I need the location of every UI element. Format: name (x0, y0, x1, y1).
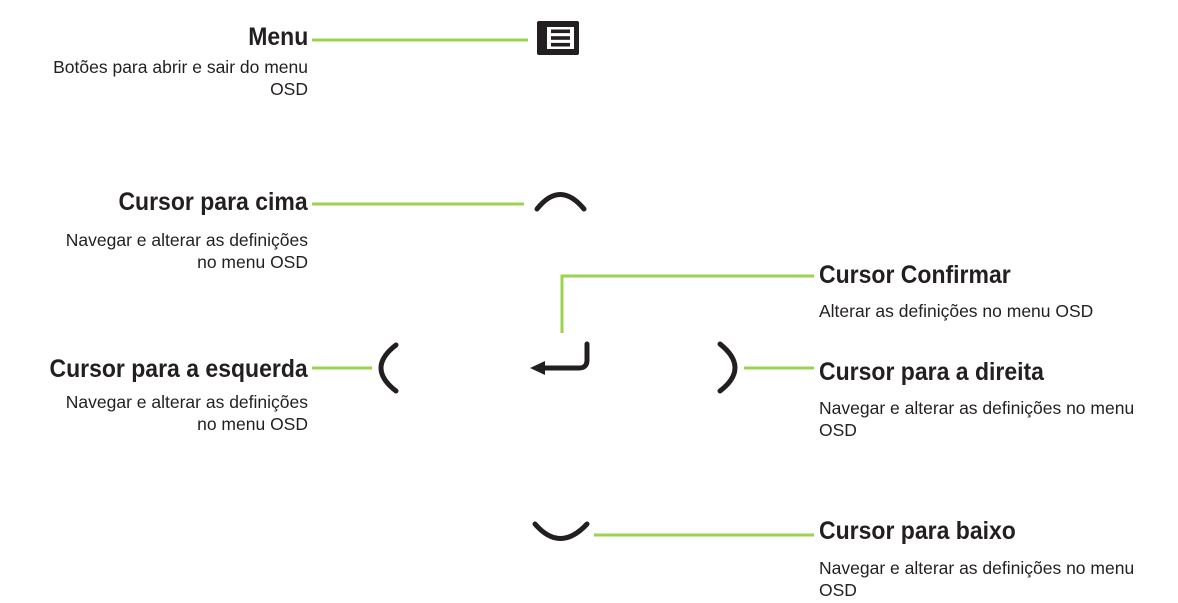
cursor-up-title: Cursor para cima (118, 188, 308, 216)
cursor-left-title: Cursor para a esquerda (49, 355, 308, 383)
cursor-confirm-description: Alterar as definições no menu OSD (819, 301, 1094, 321)
cursor-left-description: Navegar e alterar as definições no menu … (65, 392, 308, 434)
enter-arrow-icon[interactable] (530, 341, 590, 375)
menu-description: Botões para abrir e sair do menu OSD (53, 57, 308, 99)
chevron-down-icon[interactable] (532, 521, 590, 541)
connector-lines (312, 38, 814, 537)
chevron-up-icon[interactable] (534, 192, 587, 212)
cursor-right-title: Cursor para a direita (819, 358, 1044, 386)
menu-icon[interactable] (537, 21, 579, 55)
chevron-left-icon[interactable] (378, 342, 399, 394)
cursor-down-description: Navegar e alterar as definições no menu … (819, 558, 1135, 600)
cursor-right-description: Navegar e alterar as definições no menu … (819, 398, 1135, 440)
cursor-confirm-title: Cursor Confirmar (819, 261, 1011, 289)
cursor-up-description: Navegar e alterar as definições no menu … (65, 230, 308, 272)
cursor-down-title: Cursor para baixo (819, 517, 1016, 545)
confirm-connector (560, 274, 814, 333)
chevron-right-icon[interactable] (717, 341, 738, 394)
menu-title: Menu (247, 23, 308, 51)
